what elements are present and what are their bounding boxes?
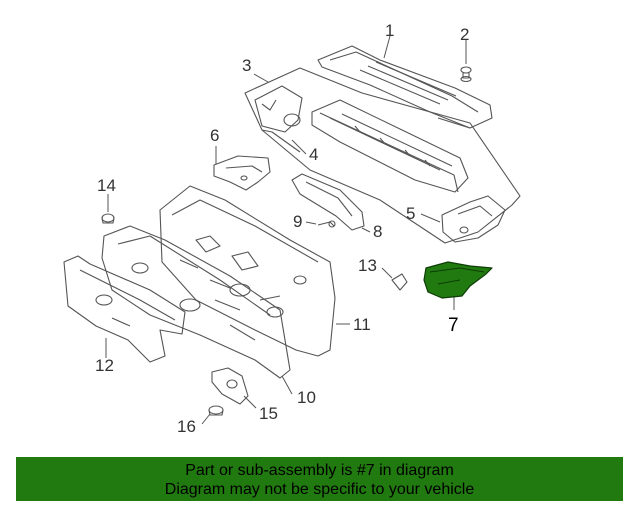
parts-diagram — [63, 35, 521, 425]
callout-3: 3 — [242, 56, 252, 75]
callout-12: 12 — [95, 356, 114, 375]
callout-4: 4 — [309, 145, 319, 164]
callout-1: 1 — [385, 21, 395, 40]
part-4-bracket — [254, 85, 303, 133]
part-1-cowl-vent — [317, 45, 493, 129]
banner-line-1: Part or sub-assembly is #7 in diagram — [185, 462, 454, 479]
part-3-cowl-panel — [244, 67, 521, 244]
leader-lines — [105, 35, 467, 425]
callout-7: 7 — [448, 315, 459, 336]
callout-14: 14 — [97, 176, 116, 195]
callout-16: 16 — [177, 417, 196, 436]
part-13-plug — [391, 273, 408, 291]
part-15-seal — [211, 367, 249, 405]
callout-11: 11 — [353, 315, 371, 334]
part-2-clip — [460, 66, 472, 83]
callout-2: 2 — [460, 25, 470, 44]
part-8-brace — [291, 173, 365, 231]
callout-10: 10 — [297, 388, 316, 407]
callout-9: 9 — [293, 212, 303, 231]
part-7-highlighted — [423, 261, 493, 299]
part-6-small-bracket — [213, 155, 271, 191]
callout-8: 8 — [373, 222, 383, 241]
info-banner: Part or sub-assembly is #7 in diagram Di… — [16, 457, 623, 501]
part-10-insulator — [101, 225, 291, 379]
part-9-screw — [317, 220, 336, 228]
part-12-silencer — [63, 255, 186, 363]
part-14-grommet — [101, 213, 115, 224]
part-5-side-bracket — [441, 195, 506, 243]
callout-6: 6 — [210, 126, 220, 145]
callout-13: 13 — [358, 256, 377, 275]
part-16-grommet — [208, 405, 224, 416]
callout-15: 15 — [259, 404, 278, 423]
cowl-inner-member — [311, 99, 469, 193]
part-11-dash-panel — [159, 185, 336, 357]
banner-line-2: Diagram may not be specific to your vehi… — [164, 481, 475, 498]
callout-5: 5 — [406, 204, 416, 223]
